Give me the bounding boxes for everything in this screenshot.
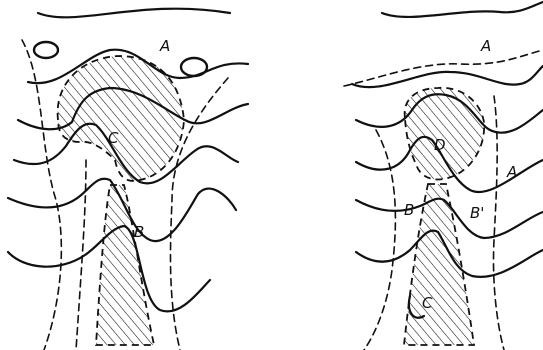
right-hatched-upper-zone xyxy=(405,88,485,180)
right-label-a-right: A xyxy=(506,163,517,181)
right-label-b-left: B xyxy=(404,201,414,219)
right-label-d: D xyxy=(434,136,446,154)
left-panel xyxy=(8,9,248,350)
right-contour-1 xyxy=(382,2,543,17)
left-contour-1 xyxy=(38,9,230,18)
right-label-a-top: A xyxy=(480,37,491,55)
left-dashed-outer-left xyxy=(22,40,61,350)
left-blob-1 xyxy=(34,42,58,58)
right-label-c: C xyxy=(422,294,433,312)
right-dashed-outer-right xyxy=(493,96,504,350)
left-label-b: B xyxy=(134,223,144,241)
right-dashed-outer-left xyxy=(364,130,395,350)
right-label-b-right: B' xyxy=(470,204,484,222)
left-label-c: C xyxy=(108,129,119,147)
right-dashed-top xyxy=(344,50,543,86)
left-label-a: A xyxy=(159,37,170,55)
